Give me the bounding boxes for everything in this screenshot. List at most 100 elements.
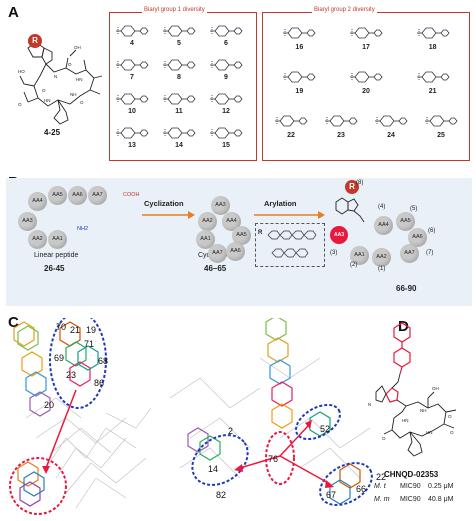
- biaryl-group2-label-19: 19: [295, 88, 304, 95]
- biaryl-group1-structure-15: [208, 124, 244, 142]
- r-group-badge-label: R: [32, 36, 38, 45]
- biaryl-group1-structure-11: [161, 90, 197, 108]
- linear-node-0: [28, 192, 47, 211]
- arylation-label: Arylation: [264, 199, 297, 208]
- cyclic-node-1-label: AA2: [202, 218, 213, 224]
- md-overlay-left: [9, 318, 152, 515]
- product-node-1-label: AA4: [378, 222, 389, 228]
- md-overlay-right: [169, 318, 373, 506]
- left-residue-label-8: 20: [44, 400, 55, 410]
- product-r-badge: [345, 180, 359, 194]
- mic-label-0: MIC90: [400, 483, 421, 490]
- linear-cooh-label: COOH: [123, 192, 140, 198]
- product-node-2: [396, 212, 415, 231]
- product-indole-moiety: [335, 197, 365, 223]
- product-position-2: (5): [410, 206, 418, 212]
- biaryl-group2-label-21: 21: [428, 88, 437, 95]
- linear-node-2-label: AA6: [72, 192, 83, 198]
- linear-node-1: [48, 186, 67, 205]
- aryl-reagent-box: [255, 223, 325, 267]
- cyclopeptides-range: 46–65: [204, 264, 227, 273]
- linear-node-1-label: AA5: [52, 192, 63, 198]
- svg-text:O: O: [80, 100, 84, 105]
- cyclic-node-5: [208, 244, 227, 263]
- product-node-4-label: AA7: [404, 250, 415, 256]
- biaryl-group2-structure-20: [348, 68, 384, 86]
- product-node-3: [408, 228, 427, 247]
- product-node-6-label: AA2: [376, 254, 387, 260]
- svg-text:NH: NH: [70, 92, 77, 97]
- biaryl-group1-label-8: 8: [177, 74, 181, 81]
- chnqd-02353-structure: OH N NH O HN HN O O: [368, 322, 457, 457]
- product-node-4: [400, 244, 419, 263]
- biaryl-group1-label-15: 15: [222, 142, 230, 149]
- svg-text:N: N: [368, 402, 371, 407]
- biaryl-group1-structure-9: [208, 56, 244, 74]
- linear-peptide-range: 26-45: [44, 264, 65, 273]
- right-residue-label-4: 82: [216, 490, 227, 500]
- biaryl-group1-structure-4: [114, 22, 150, 40]
- product-position-1: (4): [378, 204, 386, 210]
- cyclic-node-0: [211, 196, 230, 215]
- right-residue-label-2: 76: [268, 454, 279, 464]
- biaryl-group2-label-18: 18: [428, 44, 437, 51]
- aryl-reagent-r-label: R: [258, 230, 263, 236]
- left-residue-label-0: 70: [56, 322, 67, 332]
- left-residue-label-4: 69: [54, 353, 65, 363]
- biaryl-group2-structure-19: [281, 68, 317, 86]
- linear-node-6: [48, 230, 67, 249]
- product-position-3: (6): [428, 228, 436, 234]
- product-position-0: (8): [356, 180, 364, 186]
- panel-label-c: C: [8, 314, 19, 331]
- left-residue-label-6: 23: [66, 370, 77, 380]
- cyclic-node-0-label: AA3: [215, 202, 226, 208]
- left-residue-label-3: 71: [84, 339, 95, 349]
- cyclic-node-1: [198, 212, 217, 231]
- right-residue-label-7: 66: [356, 484, 367, 494]
- biaryl-group2-label-23: 23: [337, 132, 345, 139]
- product-range: 66-90: [396, 284, 417, 293]
- right-residue-label-6: 67: [326, 490, 337, 500]
- cyclic-node-4-label: AA5: [236, 232, 247, 238]
- product-aa3-node: [330, 226, 348, 244]
- biaryl-group2-structure-16: [281, 24, 317, 42]
- linear-node-4-label: AA3: [22, 218, 33, 224]
- linear-node-3-label: AA7: [92, 192, 103, 198]
- cyclic-node-2-label: AA4: [226, 218, 237, 224]
- biaryl-group1-label-4: 4: [130, 40, 134, 47]
- product-aa3-label: AA3: [333, 232, 344, 238]
- product-node-5: [350, 246, 369, 265]
- biaryl-group2-label-22: 22: [287, 132, 295, 139]
- product-position-6: (2): [350, 262, 358, 268]
- cyclic-node-6: [226, 242, 245, 261]
- svg-text:O: O: [382, 436, 386, 441]
- product-node-5-label: AA1: [354, 252, 365, 258]
- biaryl-group1-label-6: 6: [224, 40, 228, 47]
- svg-text:N: N: [54, 74, 57, 79]
- biaryl-group1-structure-6: [208, 22, 244, 40]
- product-r-badge-label: R: [349, 182, 355, 191]
- product-node-2-label: AA5: [400, 218, 411, 224]
- svg-text:OH: OH: [432, 386, 439, 391]
- svg-text:O: O: [68, 62, 72, 67]
- biaryl-group2-label-24: 24: [387, 132, 395, 139]
- biaryl-group1-structure-13: [114, 124, 150, 142]
- linear-node-4: [18, 212, 37, 231]
- svg-text:HN: HN: [76, 77, 83, 82]
- biaryl-group2-structure-23: [323, 112, 359, 130]
- mic-value-1: 40.8 μM: [428, 496, 454, 503]
- right-residue-label-1: 2: [228, 426, 234, 436]
- svg-text:HN: HN: [426, 430, 433, 435]
- cyclization-arrow: [142, 211, 195, 219]
- linear-node-5-label: AA2: [32, 236, 43, 242]
- linear-node-2: [68, 186, 87, 205]
- svg-text:HO: HO: [18, 69, 25, 74]
- product-node-1: [374, 216, 393, 235]
- biaryl-group2-label-20: 20: [362, 88, 370, 95]
- svg-text:HN: HN: [402, 418, 409, 423]
- mic-organism-1: M. m: [374, 496, 390, 503]
- cyclic-node-3: [196, 230, 215, 249]
- biaryl-group1-label-13: 13: [128, 142, 136, 149]
- left-residue-label-1: 21: [70, 325, 81, 335]
- biaryl-group2-label-17: 17: [362, 44, 370, 51]
